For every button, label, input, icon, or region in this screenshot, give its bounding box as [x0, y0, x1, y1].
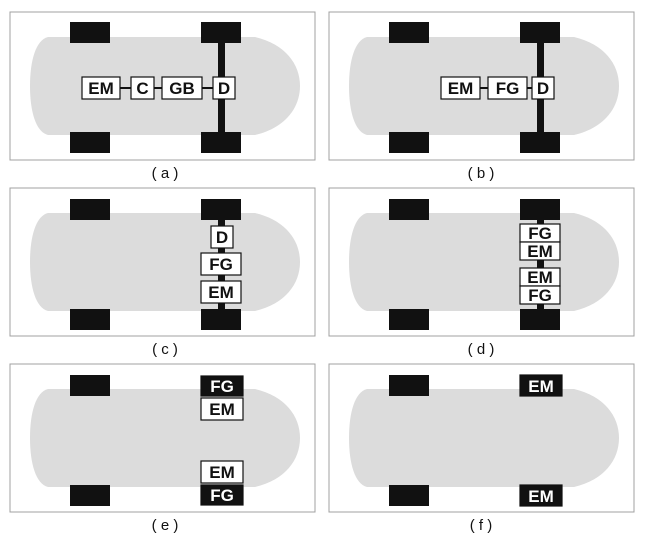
panel-d-caption: ( d ): [468, 341, 495, 358]
panel-f-wheel-rear-top: [389, 375, 429, 396]
panel-d-block-em-top: [519, 241, 561, 261]
panel-f-caption: ( f ): [470, 517, 493, 534]
panel-c-block-d-label: D: [216, 228, 228, 247]
panel-b: EM FG D ( b ): [328, 11, 635, 182]
panel-f-block-em-bottom: [519, 484, 563, 507]
panel-b-wheel-rear-top: [389, 22, 429, 43]
panel-d-block-fg-bottom: [519, 285, 561, 305]
panel-a-block-c: [130, 76, 155, 100]
panel-f-car-body: [349, 389, 619, 487]
panel-d-block-em-bottom-label: EM: [527, 268, 553, 287]
panel-c-caption: ( c ): [152, 341, 178, 358]
panel-c-block-d: [210, 225, 234, 249]
panel-b-block-d-label: D: [537, 79, 549, 98]
panel-a-block-d-label: D: [218, 79, 230, 98]
panel-d-car-body: [349, 213, 619, 311]
panel-a-wheel-rear-bottom: [70, 132, 110, 153]
panel-e-block-fg-top-label: FG: [210, 377, 234, 396]
panel-f-wheel-rear-bottom: [389, 485, 429, 506]
panel-c-wheel-front-top: [201, 199, 241, 220]
panel-b-frame: [328, 11, 635, 161]
panel-c-block-fg: [200, 252, 242, 276]
panel-a-block-em: [81, 76, 121, 100]
panel-e-frame: [9, 363, 316, 513]
panel-e-wheel-rear-bottom: [70, 485, 110, 506]
panel-a-block-gb-label: GB: [169, 79, 195, 98]
panel-e-block-fg-bottom-label: FG: [210, 486, 234, 505]
panel-c-frame: [9, 187, 316, 337]
panel-c-block-em: [200, 280, 242, 304]
panel-a-wheel-rear-top: [70, 22, 110, 43]
panel-a-block-d: [212, 76, 236, 100]
panel-d-block-fg-bottom-label: FG: [528, 286, 552, 305]
panel-b-car-body: [349, 37, 619, 135]
panel-f-block-em-top: [519, 374, 563, 397]
panel-c-block-em-label: EM: [208, 283, 234, 302]
panel-e: FG EM EM FG ( e ): [9, 363, 316, 534]
panel-e-block-em-top-label: EM: [209, 400, 235, 419]
panel-a-frame: [9, 11, 316, 161]
panel-c-block-fg-label: FG: [209, 255, 233, 274]
panel-e-caption: ( e ): [152, 517, 179, 534]
panel-d: FG EM EM FG ( d ): [328, 187, 635, 358]
panel-c: D FG EM ( c ): [9, 187, 316, 358]
panel-e-block-fg-bottom: [200, 484, 244, 506]
panel-d-block-fg-top-label: FG: [528, 224, 552, 243]
panel-f-block-em-top-label: EM: [528, 377, 554, 396]
panel-a: EM C GB D ( a ): [9, 11, 316, 182]
panel-f-frame: [328, 363, 635, 513]
panel-e-wheel-rear-top: [70, 375, 110, 396]
panel-c-car-body: [30, 213, 300, 311]
panel-e-block-fg-top: [200, 375, 244, 397]
panel-d-wheel-front-top: [520, 199, 560, 220]
panel-f: EM EM ( f ): [328, 363, 635, 534]
panel-b-wheel-front-bottom: [520, 132, 560, 153]
panel-d-wheel-front-bottom: [520, 309, 560, 330]
panel-e-block-em-bottom-label: EM: [209, 463, 235, 482]
panel-e-block-em-top: [200, 397, 244, 421]
panel-e-car-body: [30, 389, 300, 487]
panel-a-block-em-label: EM: [88, 79, 114, 98]
panel-a-block-gb: [161, 76, 203, 100]
panel-a-block-c-label: C: [136, 79, 148, 98]
panel-d-wheel-rear-top: [389, 199, 429, 220]
panel-b-wheel-rear-bottom: [389, 132, 429, 153]
panel-d-frame: [328, 187, 635, 337]
panel-d-wheel-rear-bottom: [389, 309, 429, 330]
panel-b-wheel-front-top: [520, 22, 560, 43]
panel-c-wheel-front-bottom: [201, 309, 241, 330]
panel-a-wheel-front-top: [201, 22, 241, 43]
panel-d-front-axle: [537, 220, 544, 309]
panel-a-caption: ( a ): [152, 165, 179, 182]
panel-c-wheel-rear-top: [70, 199, 110, 220]
panel-e-block-em-bottom: [200, 460, 244, 484]
panel-d-block-em-top-label: EM: [527, 242, 553, 261]
panel-a-wheel-front-bottom: [201, 132, 241, 153]
panel-b-block-fg-label: FG: [496, 79, 520, 98]
panel-c-wheel-rear-bottom: [70, 309, 110, 330]
panel-b-caption: ( b ): [468, 165, 495, 182]
panel-b-block-em: [440, 76, 481, 100]
panel-b-block-em-label: EM: [448, 79, 474, 98]
panel-f-block-em-bottom-label: EM: [528, 487, 554, 506]
panel-b-block-d: [531, 76, 555, 100]
panel-b-block-fg: [487, 76, 528, 100]
